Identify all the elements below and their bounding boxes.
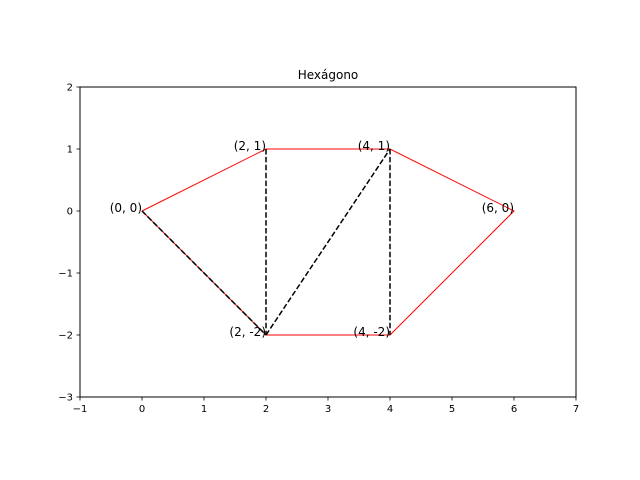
- point-label-2: (2, 1): [234, 139, 266, 153]
- chart-title: Hexágono: [298, 68, 359, 82]
- dashed-segment-1: [141, 210, 267, 336]
- point-label-6: (2, -2): [229, 325, 266, 339]
- point-label-4: (6, 0): [482, 201, 514, 215]
- y-tick-label-4: 1: [67, 145, 73, 156]
- x-tick-label-6: 5: [449, 404, 455, 415]
- x-tick-label-0: −1: [73, 404, 88, 415]
- x-tick-label-8: 7: [573, 404, 579, 415]
- y-tick-label-1: −2: [58, 331, 73, 342]
- point-label-3: (4, 1): [358, 139, 390, 153]
- y-tick-label-3: 0: [67, 207, 73, 218]
- x-tick-label-1: 0: [139, 404, 145, 415]
- y-tick-label-5: 2: [67, 83, 73, 94]
- plot-frame: [79, 86, 577, 398]
- series-layer: [141, 148, 515, 336]
- y-tick-label-0: −3: [58, 393, 73, 404]
- axes-layer: −1 0 1 2 3 4 5 6 7 −3 −2 −1 0 1 2: [58, 83, 579, 416]
- point-label-5: (4, -2): [353, 325, 390, 339]
- x-tick-label-2: 1: [201, 404, 207, 415]
- annotation-layer: (0, 0) (2, 1) (4, 1) (6, 0) (4, -2) (2, -2): [110, 139, 514, 339]
- x-tick-label-4: 3: [325, 404, 331, 415]
- y-tick-label-2: −1: [58, 269, 73, 280]
- point-label-1: (0, 0): [110, 201, 142, 215]
- dashed-segment-3: [265, 148, 391, 336]
- x-tick-label-7: 6: [511, 404, 517, 415]
- x-tick-label-3: 2: [263, 404, 269, 415]
- x-tick-label-5: 4: [387, 404, 393, 415]
